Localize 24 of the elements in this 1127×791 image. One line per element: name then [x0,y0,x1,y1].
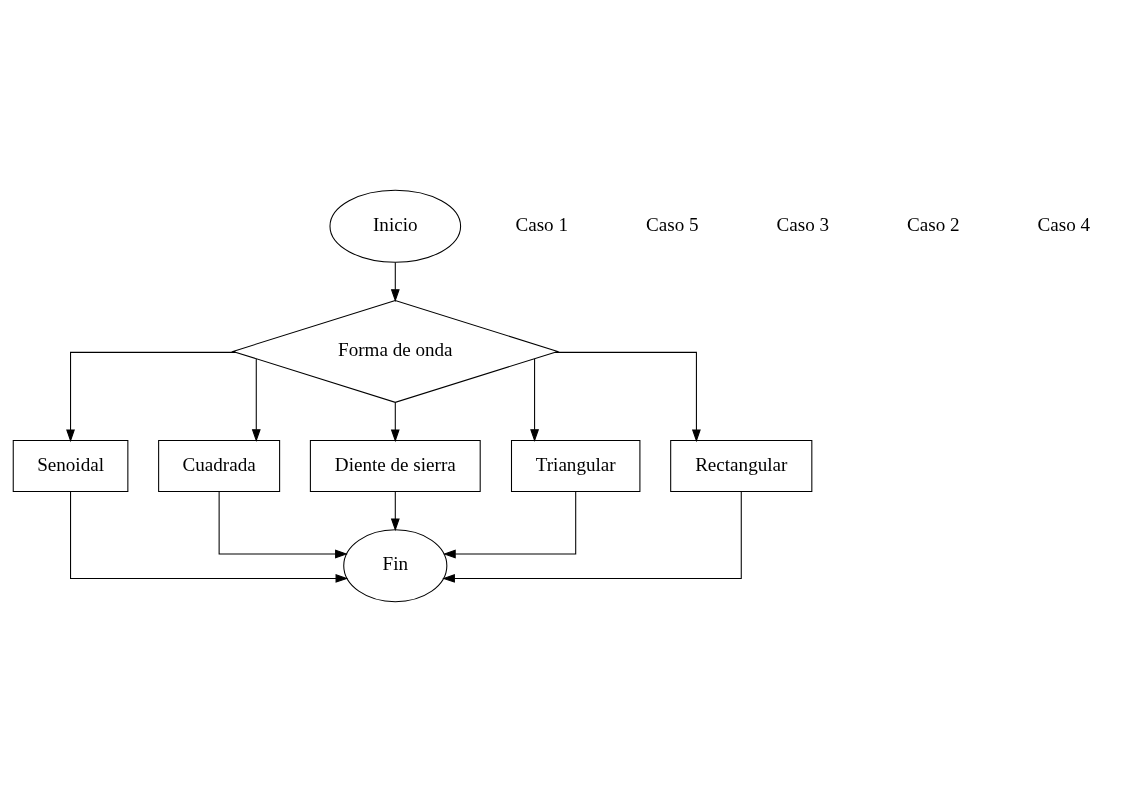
label: Caso 1 [515,213,568,235]
label: Caso 3 [776,213,830,235]
arrow [530,357,540,442]
arrow [390,490,400,531]
label: Caso 2 [907,213,960,235]
arrow [218,490,348,558]
label: Caso 4 [1037,213,1091,235]
label: Caso 5 [646,213,699,235]
arrow [251,357,261,442]
node-ellipse: Inicio [329,189,462,263]
arrow [390,261,400,302]
node-diamond: Forma de onda [231,299,560,403]
node-box: Diente de sierra [309,439,481,492]
arrow [66,351,237,442]
node-ellipse: Fin [343,528,448,602]
node-box: Senoidal [12,439,129,492]
node-box: Cuadrada [158,439,281,492]
arrow [554,351,701,442]
node-box: Rectangular [670,439,813,492]
arrow [442,490,742,583]
arrow [443,490,577,558]
arrow [70,490,349,583]
arrow [390,401,400,442]
node-box: Triangular [510,439,641,492]
